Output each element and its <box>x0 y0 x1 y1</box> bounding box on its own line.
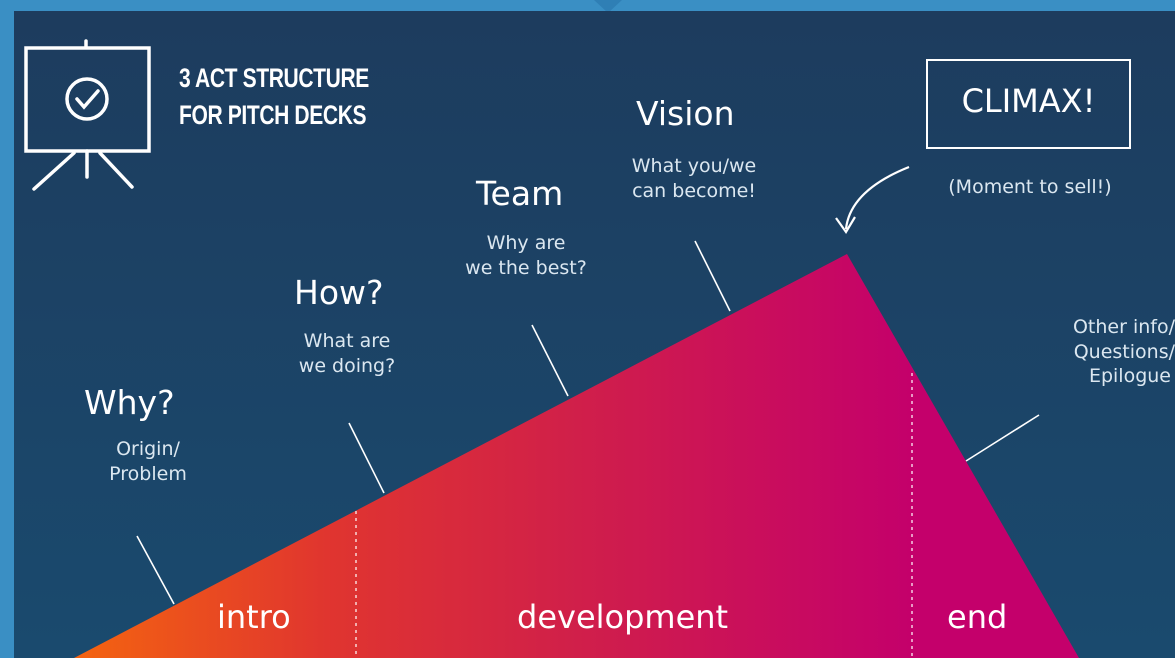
title-line-1: 3 ACT STRUCTURE <box>179 63 369 93</box>
pointer-why <box>136 535 175 605</box>
pointer-team <box>531 324 569 397</box>
pointer-vision <box>694 240 731 312</box>
epilogue-line-1: Other info/ <box>1072 316 1175 338</box>
epilogue-desc: Other info/ Questions/ Epilogue <box>1024 315 1175 389</box>
epilogue-line-3: Epilogue <box>1088 365 1171 388</box>
phase-development-label: development <box>517 598 729 636</box>
climax-note: (Moment to sell!) <box>948 176 1112 198</box>
phase-end-label: end <box>947 598 1008 636</box>
stage-how-desc: What are we doing? <box>282 329 412 378</box>
story-arc-shape <box>74 254 1079 658</box>
diagram-graphic <box>14 11 1175 658</box>
pointer-how <box>348 422 385 494</box>
diagram-canvas: 3 ACT STRUCTURE FOR PITCH DECKS Why? Ori… <box>14 11 1175 658</box>
stage-how-line-1: What are <box>303 330 391 352</box>
epilogue-line-2: Questions/ <box>1073 340 1175 363</box>
title-line-2: FOR PITCH DECKS <box>179 100 367 130</box>
stage-vision-desc: What you/we can become! <box>604 154 784 203</box>
stage-how-heading: How? <box>294 273 384 312</box>
stage-team-line-1: Why are <box>486 232 566 254</box>
climax-label: CLIMAX! <box>961 82 1096 120</box>
climax-arrow-icon <box>844 165 910 230</box>
frame-notch-icon <box>594 0 622 13</box>
stage-team-line-2: we the best? <box>465 256 587 279</box>
climax-arrowhead-icon <box>835 216 856 235</box>
stage-team-desc: Why are we the best? <box>446 231 606 280</box>
stage-how-line-2: we doing? <box>298 354 396 377</box>
stage-why-line-1: Origin/ <box>116 438 180 460</box>
presentation-board-check-icon <box>24 39 151 191</box>
stage-why-desc: Origin/ Problem <box>88 437 208 486</box>
stage-vision-line-2: can become! <box>632 179 756 202</box>
phase-intro-label: intro <box>217 598 291 636</box>
stage-vision-line-1: What you/we <box>631 155 757 177</box>
stage-team-heading: Team <box>476 174 564 213</box>
stage-vision-heading: Vision <box>636 94 735 133</box>
stage-why-heading: Why? <box>84 383 175 422</box>
climax-box: CLIMAX! <box>926 59 1131 149</box>
pointer-epilogue <box>965 414 1040 462</box>
stage-why-line-2: Problem <box>109 462 187 485</box>
